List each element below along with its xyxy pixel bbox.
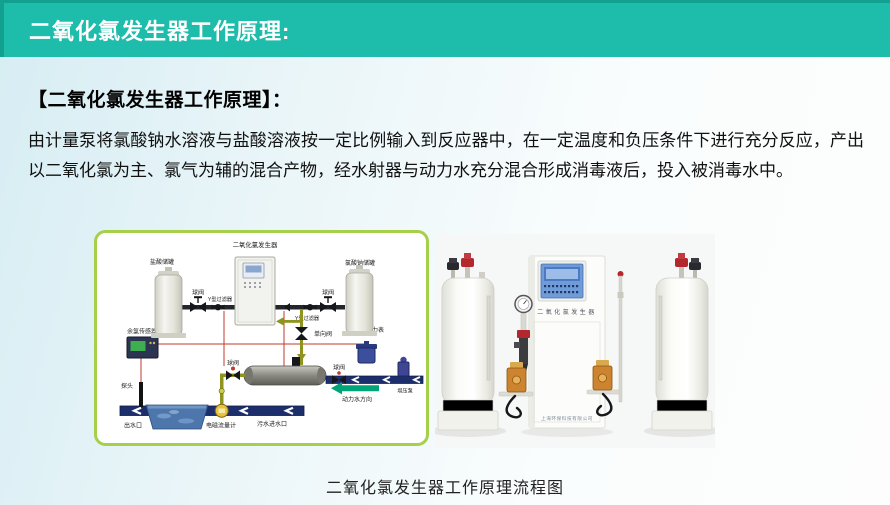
booster-pump-icon bbox=[397, 361, 410, 377]
water-ejector bbox=[243, 357, 327, 386]
ball-valve-label: 球阀 bbox=[322, 289, 334, 297]
company-label: 上海环保科技有限公司 bbox=[541, 415, 593, 422]
check-valve-icon bbox=[295, 327, 308, 334]
hcl-tank bbox=[151, 267, 186, 338]
pump-cable bbox=[596, 392, 613, 417]
probe-icon bbox=[139, 382, 143, 407]
figures-row: 球阀 Y型过滤器 球阀 Y型过滤器 bbox=[28, 230, 862, 448]
shadow bbox=[521, 427, 613, 437]
cabinet-name-label: 二氧化氯发生器 bbox=[537, 308, 597, 316]
pump-cable bbox=[505, 394, 522, 419]
inlet-label: 污水进水口 bbox=[257, 420, 287, 428]
generator-cabinet-photo: 二氧化氯发生器 上海环保科技有限公司 bbox=[528, 255, 606, 429]
hcl-feed-pipe bbox=[180, 296, 235, 312]
page-title: 二氧化氯发生器工作原理: bbox=[29, 19, 291, 44]
content: 【二氧化氯发生器工作原理】： 由计量泵将氯酸钠水溶液与盐酸溶液按一定比例输入到反… bbox=[0, 85, 890, 498]
black-valve-icon bbox=[449, 258, 457, 263]
red-valve-icon bbox=[675, 258, 688, 267]
chlorine-sensor-label: 余氯传感器 bbox=[127, 328, 157, 336]
dosing-line bbox=[218, 366, 245, 406]
naclo3-tank bbox=[342, 265, 377, 336]
hcl-tank-label: 盐酸储罐 bbox=[150, 258, 174, 266]
black-valve-icon bbox=[691, 258, 699, 263]
left-storage-tank bbox=[437, 253, 499, 431]
booster-pump-label: 增压泵 bbox=[397, 387, 413, 395]
naclo3-feed-pipe bbox=[275, 296, 345, 312]
flowmeter-face bbox=[218, 408, 225, 413]
y-filter-label: Y型过滤器 bbox=[208, 295, 233, 303]
flow-diagram: 球阀 Y型过滤器 球阀 Y型过滤器 bbox=[94, 230, 429, 446]
ball-valve-label: 球阀 bbox=[227, 359, 239, 367]
ball-valve-label: 球阀 bbox=[333, 364, 345, 372]
main-water-pipe bbox=[119, 405, 305, 416]
pressure-gauge-icon bbox=[356, 341, 377, 364]
ball-valve-label: 球阀 bbox=[192, 289, 204, 297]
figure-caption: 二氧化氯发生器工作原理流程图 bbox=[325, 480, 564, 497]
generator-cabinet bbox=[234, 256, 276, 326]
product-line bbox=[276, 309, 308, 365]
power-water-arrow-icon bbox=[331, 382, 379, 395]
chlorine-sensor-icon bbox=[126, 336, 159, 359]
level-rod bbox=[617, 271, 624, 403]
generator-label: 二氧化氯发生器 bbox=[233, 240, 278, 249]
left-metering-pump bbox=[498, 362, 534, 419]
power-water-label: 动力水方向 bbox=[342, 396, 372, 404]
right-metering-pump bbox=[586, 360, 622, 417]
header-bar: 二氧化氯发生器工作原理: bbox=[0, 0, 890, 57]
description-paragraph: 由计量泵将氯酸钠水溶液与盐酸溶液按一定比例输入到反应器中，在一定温度和负压条件下… bbox=[28, 131, 864, 180]
power-water-pipe bbox=[325, 356, 424, 385]
y-filter-label: Y型过滤器 bbox=[295, 314, 320, 322]
red-valve-icon bbox=[461, 258, 474, 267]
y-filter-icon bbox=[306, 304, 314, 311]
equipment-photo: 二氧化氯发生器 上海环保科技有限公司 bbox=[435, 234, 715, 448]
outlet-label: 出水口 bbox=[124, 422, 142, 430]
pressure-gauge-assembly bbox=[514, 294, 533, 373]
section-heading: 【二氧化氯发生器工作原理】： bbox=[28, 90, 292, 111]
check-valve-label: 单向阀 bbox=[314, 330, 332, 338]
flowmeter-label: 电磁流量计 bbox=[206, 422, 236, 430]
water-basin bbox=[145, 404, 209, 430]
y-filter-icon bbox=[214, 304, 222, 311]
probe-label: 探头 bbox=[121, 382, 133, 390]
right-storage-tank bbox=[651, 253, 713, 431]
naclo3-tank-label: 氯酸钠储罐 bbox=[345, 259, 375, 267]
